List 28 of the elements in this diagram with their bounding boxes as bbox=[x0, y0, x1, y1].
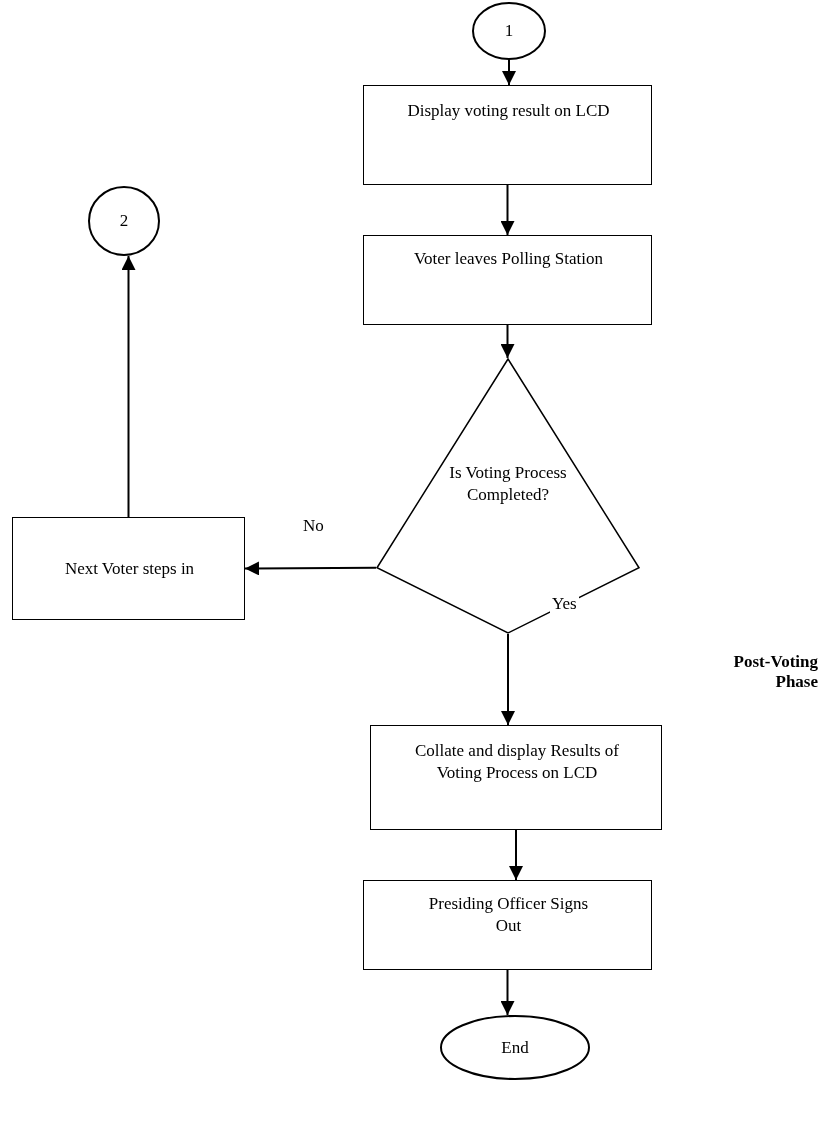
arrow bbox=[500, 324, 515, 359]
edge-label: Yes bbox=[550, 594, 579, 614]
arrow bbox=[121, 255, 136, 518]
node-label: Is Voting Process Completed? bbox=[448, 462, 568, 507]
node-label: 2 bbox=[118, 209, 130, 232]
arrow bbox=[502, 59, 516, 86]
node-label: Voter leaves Polling Station bbox=[412, 248, 604, 270]
arrow bbox=[500, 969, 515, 1016]
arrow bbox=[500, 184, 515, 236]
process-box bbox=[370, 725, 662, 830]
node-label: Display voting result on LCD bbox=[406, 100, 611, 122]
node-label: 1 bbox=[503, 19, 515, 42]
node-label: Next Voter steps in bbox=[63, 558, 196, 580]
arrow bbox=[501, 633, 515, 726]
process-box bbox=[363, 235, 652, 325]
terminal-ellipse bbox=[472, 2, 546, 60]
process-box bbox=[363, 85, 652, 185]
arrow bbox=[244, 561, 377, 576]
node-label: Presiding Officer Signs Out bbox=[427, 893, 590, 938]
node-label: End bbox=[500, 1036, 530, 1059]
terminal-ellipse bbox=[440, 1015, 590, 1080]
node-label: Collate and display Results of Voting Process on LCD bbox=[414, 740, 620, 785]
arrow bbox=[509, 829, 523, 881]
process-box bbox=[363, 880, 652, 970]
terminal-ellipse bbox=[88, 186, 160, 256]
decision-diamond bbox=[376, 358, 640, 634]
process-box bbox=[12, 517, 245, 620]
phase-label: Post-Voting Phase bbox=[732, 652, 818, 692]
